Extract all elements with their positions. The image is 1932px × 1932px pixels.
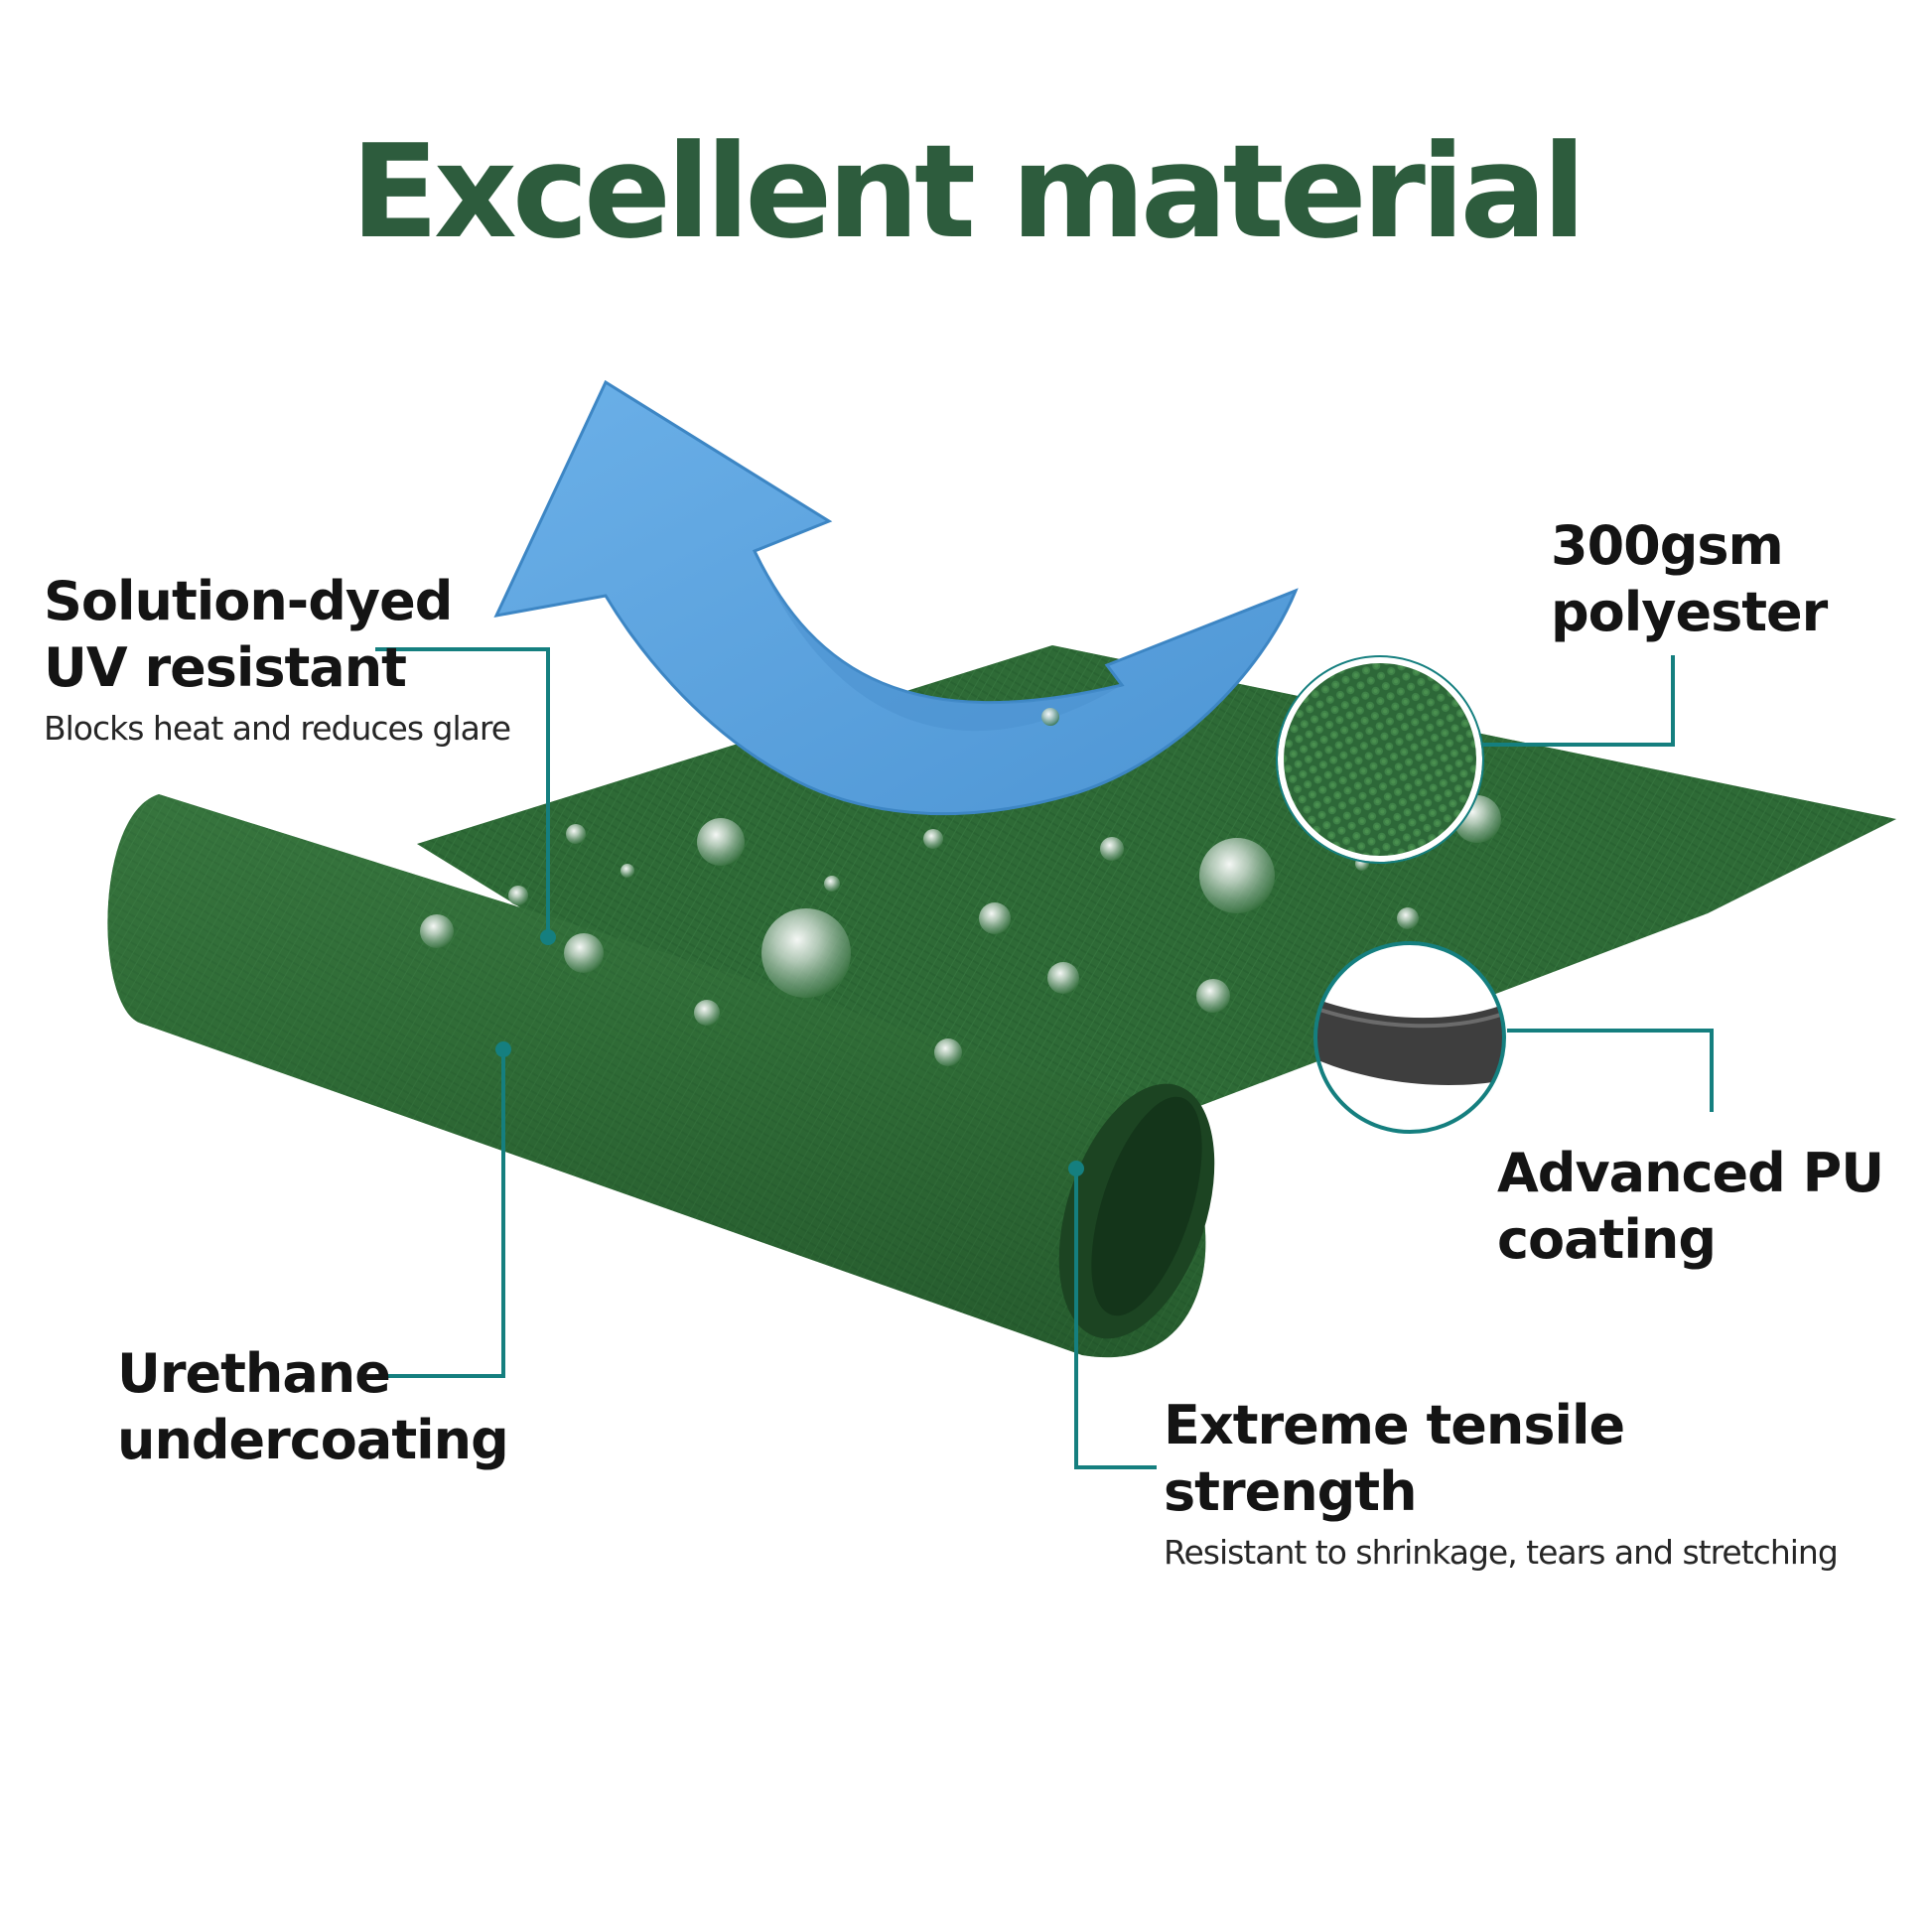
tensile-callout-line1: Extreme tensile (1164, 1394, 1625, 1456)
page-title: Excellent material (350, 116, 1587, 267)
magnifier-circle-icon (1276, 655, 1484, 864)
leader-lines (375, 647, 1714, 1469)
uv-callout-line1: Solution-dyed (44, 570, 453, 632)
tensile-strength-callout: Extreme tensile strength Resistant to sh… (1164, 1392, 1839, 1575)
polyester-callout-line1: 300gsm (1551, 514, 1784, 577)
pu-callout-line1: Advanced PU (1497, 1142, 1884, 1204)
tensile-callout-line2: strength (1164, 1460, 1418, 1523)
uv-callout-line2: UV resistant (44, 636, 407, 699)
pu-coating-zoom-icon (1313, 941, 1506, 1134)
pu-coating-callout: Advanced PU coating (1497, 1140, 1884, 1273)
tensile-callout-subtext: Resistant to shrinkage, tears and stretc… (1164, 1533, 1839, 1572)
polyester-callout-line2: polyester (1551, 581, 1828, 643)
urethane-callout-line2: undercoating (117, 1409, 509, 1471)
curved-up-arrow-icon (493, 379, 1299, 816)
water-droplet-icon (420, 708, 1501, 1066)
uv-resistant-callout: Solution-dyed UV resistant Blocks heat a… (44, 568, 511, 751)
urethane-callout: Urethane undercoating (117, 1340, 509, 1473)
polyester-callout: 300gsm polyester (1551, 512, 1828, 645)
uv-callout-subtext: Blocks heat and reduces glare (44, 709, 511, 748)
pu-callout-line2: coating (1497, 1208, 1717, 1271)
urethane-callout-line1: Urethane (117, 1342, 391, 1405)
